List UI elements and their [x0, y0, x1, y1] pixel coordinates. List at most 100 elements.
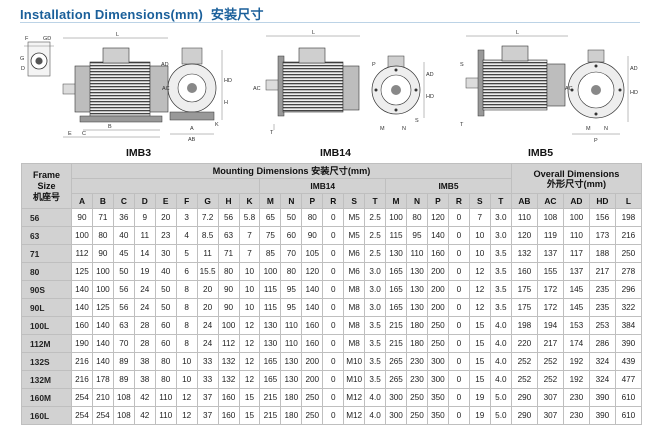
- table-cell: 155: [536, 262, 564, 281]
- table-cell: 37: [196, 406, 219, 425]
- imb3-label-ac: AC: [162, 86, 170, 92]
- frame-size-cell: 63: [21, 226, 72, 245]
- shaft-label-d: D: [21, 66, 25, 72]
- table-cell: 477: [614, 370, 642, 389]
- table-cell: 132: [217, 352, 240, 371]
- table-cell: 210: [91, 388, 114, 407]
- table-cell: 140: [71, 280, 93, 299]
- table-cell: 8: [175, 298, 198, 317]
- column-header: S: [468, 193, 491, 209]
- table-cell: 130: [280, 370, 303, 389]
- table-cell: 324: [588, 370, 616, 389]
- table-cell: 80: [217, 262, 240, 281]
- table-cell: 71: [217, 244, 240, 263]
- imb3-label-l: L: [116, 32, 119, 38]
- table-cell: 28: [133, 334, 156, 353]
- imb3-side-view: L B C E: [62, 32, 169, 138]
- table-cell: 110: [280, 316, 303, 335]
- imb5-side-view: L S T: [460, 30, 568, 128]
- table-cell: 300: [385, 388, 407, 407]
- column-header: L: [614, 193, 642, 209]
- frame-size-cell: 56: [21, 208, 72, 227]
- table-cell: 132: [217, 370, 240, 389]
- table-cell: 90: [217, 280, 240, 299]
- table-cell: 0: [447, 208, 470, 227]
- table-cell: 120: [510, 226, 538, 245]
- table-cell: 200: [426, 298, 449, 317]
- table-cell: 198: [614, 208, 642, 227]
- table-cell: 0: [447, 244, 470, 263]
- table-cell: M5: [343, 226, 366, 245]
- table-cell: 0: [322, 406, 345, 425]
- table-cell: 4.0: [489, 352, 512, 371]
- table-cell: 24: [196, 316, 219, 335]
- imb3-label-hd: HD: [224, 78, 232, 84]
- table-cell: 3.0: [489, 208, 512, 227]
- installation-drawings: F G D GD L B C E: [20, 30, 638, 159]
- table-cell: 5.0: [489, 388, 512, 407]
- table-cell: 75: [259, 226, 282, 245]
- table-cell: 235: [588, 280, 616, 299]
- table-cell: 7: [468, 208, 491, 227]
- table-cell: 307: [536, 388, 564, 407]
- table-cell: M12: [343, 388, 366, 407]
- table-cell: 140: [426, 226, 449, 245]
- table-cell: 215: [259, 388, 282, 407]
- column-header: F: [175, 193, 198, 209]
- table-cell: 160: [301, 334, 324, 353]
- table-cell: 2.5: [364, 244, 387, 263]
- frame-size-cell: 90S: [21, 280, 72, 299]
- table-cell: 145: [562, 298, 590, 317]
- table-cell: 60: [280, 226, 303, 245]
- table-cell: 250: [301, 388, 324, 407]
- table-cell: 4.0: [489, 334, 512, 353]
- table-cell: 200: [301, 370, 324, 389]
- table-cell: 12: [238, 316, 261, 335]
- table-cell: 5.8: [238, 208, 261, 227]
- table-cell: 0: [322, 280, 345, 299]
- column-header: AC: [536, 193, 564, 209]
- table-cell: 23: [154, 226, 177, 245]
- table-cell: 0: [322, 334, 345, 353]
- column-header: R: [322, 193, 345, 209]
- table-cell: M8: [343, 298, 366, 317]
- table-cell: 140: [91, 316, 114, 335]
- table-cell: 235: [588, 298, 616, 317]
- table-cell: 0: [322, 208, 345, 227]
- table-cell: M12: [343, 406, 366, 425]
- table-cell: 254: [71, 406, 93, 425]
- imb5-label-ad: AD: [630, 66, 638, 72]
- table-cell: 250: [614, 244, 642, 263]
- table-cell: 610: [614, 406, 642, 425]
- mounting-header: Mounting Dimensions 安装尺寸(mm): [71, 163, 512, 179]
- table-cell: 230: [406, 370, 428, 389]
- column-header: HD: [588, 193, 616, 209]
- table-cell: 8: [175, 316, 198, 335]
- table-cell: 180: [406, 334, 428, 353]
- table-cell: 100: [259, 262, 282, 281]
- table-cell: M8: [343, 280, 366, 299]
- table-cell: 117: [562, 244, 590, 263]
- table-cell: 175: [510, 280, 538, 299]
- imb5-label-hd: HD: [630, 90, 638, 96]
- table-cell: 63: [112, 316, 135, 335]
- view-title-imb14: IMB14: [320, 147, 351, 159]
- table-cell: 439: [614, 352, 642, 371]
- table-cell: 3.5: [489, 262, 512, 281]
- imb3-label-a: A: [190, 126, 194, 132]
- table-cell: 230: [562, 388, 590, 407]
- table-cell: 7: [238, 244, 261, 263]
- frame-size-header: Frame Size 机座号: [21, 163, 72, 209]
- table-cell: 10: [175, 352, 198, 371]
- imb14-label-s: S: [415, 118, 419, 124]
- table-cell: 137: [562, 262, 590, 281]
- table-cell: 3.5: [364, 316, 387, 335]
- table-cell: 178: [91, 370, 114, 389]
- table-cell: 4.0: [364, 406, 387, 425]
- table-cell: 65: [259, 208, 282, 227]
